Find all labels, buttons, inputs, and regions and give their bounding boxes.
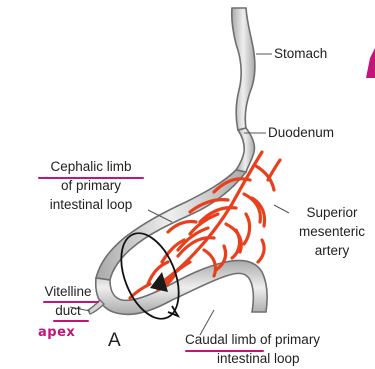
label-cephalic-line3: intestinal loop — [30, 195, 152, 214]
label-sma: Superior mesenteric artery — [288, 203, 375, 260]
label-caudal-emphasis: Caudal limb — [185, 332, 256, 347]
duodenum-shape — [236, 128, 255, 172]
label-caudal-limb: Caudal limb of primary — [185, 330, 320, 349]
label-sma-line2: mesenteric — [288, 222, 375, 241]
label-cephalic-limb: Cephalic limb of primary intestinal loop — [30, 157, 152, 214]
handwritten-apex-note: apex — [38, 325, 75, 340]
label-sma-line1: Superior — [288, 203, 375, 222]
label-cephalic-line1: Cephalic limb — [30, 157, 152, 176]
stomach-shape — [232, 8, 255, 130]
label-vitelline-line1: Vitelline — [36, 282, 100, 301]
leader-sma — [274, 205, 289, 213]
underline-cephalic — [38, 177, 144, 179]
underline-duct — [53, 320, 89, 322]
figure-letter: A — [108, 330, 121, 352]
label-duodenum: Duodenum — [268, 123, 334, 142]
label-sma-line3: artery — [288, 241, 375, 260]
underline-vitelline — [43, 301, 99, 303]
label-stomach: Stomach — [274, 44, 327, 63]
pen-mark — [366, 48, 375, 78]
label-caudal-rest: of primary — [256, 332, 320, 347]
label-caudal-line2: intestinal loop — [217, 349, 300, 368]
label-vitelline-line2: duct — [36, 301, 100, 320]
